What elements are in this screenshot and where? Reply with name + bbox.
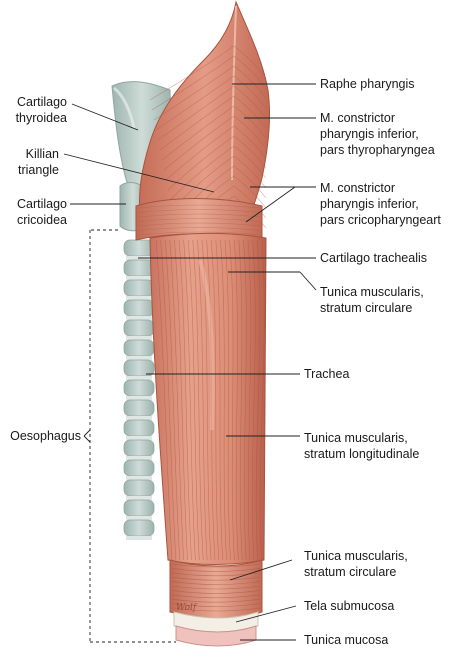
label-tunica-circulare-upper: Tunica muscularis, stratum circulare — [320, 285, 424, 315]
tracheal-ring — [123, 399, 155, 420]
pharyngeal-constrictor — [139, 0, 271, 251]
label-cartilago-thyroidea: Cartilago thyroidea — [15, 95, 67, 125]
label-cartilago-cricoidea: Cartilago cricoidea — [16, 197, 67, 227]
tracheal-ring — [123, 419, 155, 440]
label-tunica-circulare-lower: Tunica muscularis, stratum circulare — [304, 549, 408, 579]
tracheal-ring — [123, 439, 155, 460]
cricopharyngeal-band — [135, 198, 263, 241]
tracheal-ring — [123, 319, 155, 340]
label-tunica-longitudinale: Tunica muscularis, stratum longitudinale — [304, 431, 420, 461]
label-trachea: Trachea — [304, 367, 350, 381]
tracheal-ring — [123, 259, 155, 280]
tracheal-ring — [123, 519, 155, 540]
tracheal-ring — [123, 299, 155, 320]
label-oesophagus: Oesophagus — [10, 429, 81, 443]
leader-lines — [63, 83, 317, 643]
tracheal-ring — [123, 279, 155, 300]
artist-signature: Wolf — [176, 603, 198, 613]
tracheal-ring — [123, 379, 155, 400]
label-constrictor-cricopharyngea: M. constrictor pharyngis inferior, pars … — [320, 181, 441, 227]
label-tela-submucosa: Tela submucosa — [304, 599, 395, 613]
label-tunica-mucosa: Tunica mucosa — [304, 633, 389, 647]
lower-circular-layer: Wolf — [169, 559, 263, 619]
tracheal-ring — [123, 479, 155, 500]
oesophagus-body — [149, 233, 267, 565]
label-constrictor-thyropharyngea: M. constrictor pharyngis inferior, pars … — [320, 111, 435, 157]
label-raphe-pharyngis: Raphe pharyngis — [320, 77, 415, 91]
tracheal-ring — [123, 359, 155, 380]
label-killian-triangle: Killian triangle — [18, 147, 59, 177]
trachea — [123, 239, 155, 540]
tracheal-ring — [123, 499, 155, 520]
tracheal-ring — [123, 339, 155, 360]
tracheal-ring — [123, 459, 155, 480]
label-cartilago-trachealis: Cartilago trachealis — [320, 251, 427, 265]
tracheal-ring — [123, 239, 155, 260]
